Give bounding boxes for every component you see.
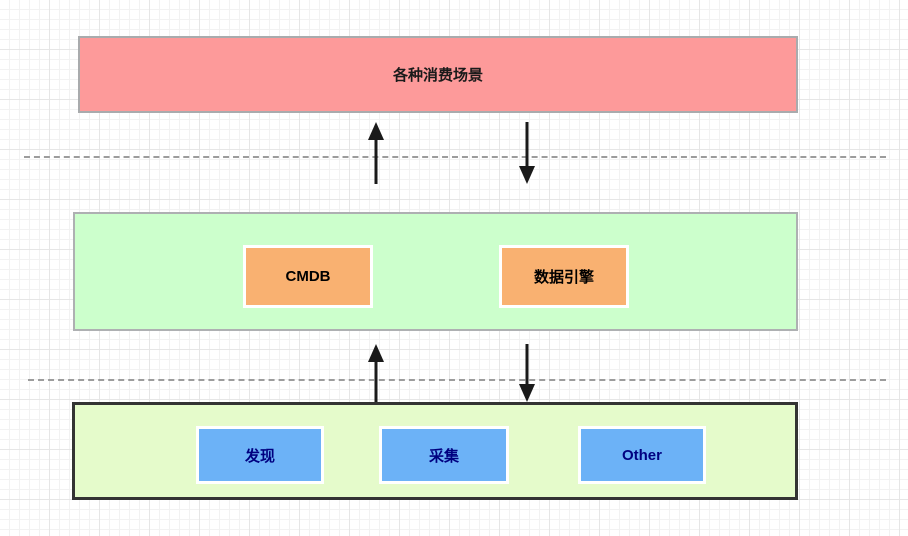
node-cmdb-label: CMDB [285, 268, 331, 285]
node-data-engine-label: 数据引擎 [533, 269, 594, 286]
arrow-up-icon-top [368, 122, 384, 184]
node-collect-label: 采集 [428, 447, 459, 465]
node-cmdb[interactable]: CMDB [243, 245, 373, 308]
node-collect[interactable]: 采集 [379, 426, 509, 484]
divider-top-dashed [24, 156, 886, 158]
arrow-up-icon-bottom [368, 344, 384, 402]
node-data-engine[interactable]: 数据引擎 [499, 245, 629, 308]
node-other[interactable]: Other [578, 426, 706, 484]
layer-consumption-label: 各种消费场景 [392, 67, 483, 84]
layer-consumption-scenarios[interactable]: 各种消费场景 [78, 36, 798, 113]
divider-bottom-dashed [28, 379, 886, 381]
node-discover-label: 发现 [244, 447, 275, 465]
arrow-down-icon-top [519, 122, 535, 184]
node-other-label: Other [621, 446, 662, 464]
layer-platform[interactable] [73, 212, 798, 331]
arrow-down-icon-bottom [519, 344, 535, 402]
node-discover[interactable]: 发现 [196, 426, 324, 484]
